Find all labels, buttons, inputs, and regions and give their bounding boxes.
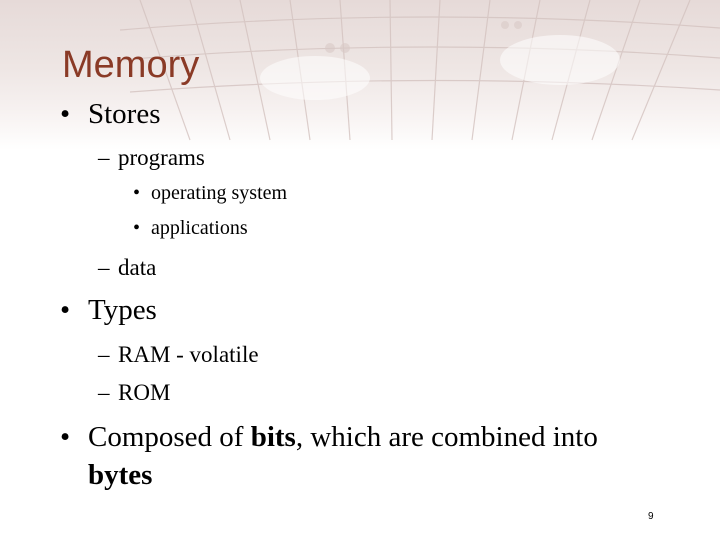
composed-text-part2: , which are combined into [295, 421, 598, 453]
sub-sub-bullet-text: applications [151, 217, 248, 239]
bullet-text: Types [88, 294, 157, 326]
dash-marker: – [98, 255, 110, 280]
sub-bullet-text: RAM - volatile [118, 342, 259, 367]
header-background-image [0, 0, 720, 150]
bullet-marker: • [60, 421, 71, 453]
sub-sub-bullet-text: operating system [151, 182, 288, 204]
dash-marker: – [98, 145, 110, 170]
dash-marker: – [98, 342, 110, 367]
page-number: 9 [648, 511, 654, 522]
bullet-marker: • [133, 182, 141, 204]
bullet-composed-continuation: bytes [88, 458, 152, 492]
bullet-marker: • [60, 98, 71, 130]
sub-bullet-text: programs [118, 145, 205, 170]
header-texture-graphic [119, 0, 720, 141]
sub-bullet-text: data [118, 255, 157, 280]
bullet-text: Stores [88, 98, 161, 130]
sub-bullet-text: ROM [118, 380, 171, 405]
composed-bits-bold: bits [250, 421, 296, 453]
dash-marker: – [98, 380, 110, 405]
composed-bytes-bold: bytes [88, 459, 153, 491]
composed-text-part1: Composed of [88, 421, 251, 453]
bullet-text: Composed of bits, which are combined int… [88, 420, 598, 454]
bullet-marker: • [60, 294, 71, 326]
bullet-marker: • [133, 217, 141, 239]
slide-title: Memory [62, 44, 200, 86]
